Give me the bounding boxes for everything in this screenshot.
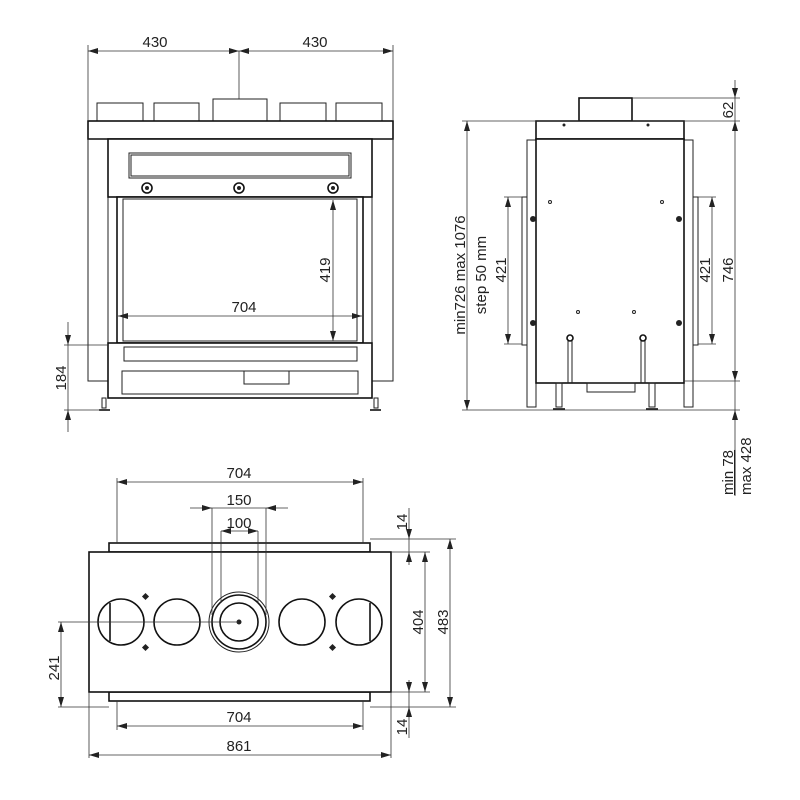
dim-421-left: 421	[493, 257, 510, 282]
dim-704-bottom: 704	[226, 709, 251, 726]
right-leg-panel	[371, 138, 394, 382]
burner-rail	[123, 346, 358, 362]
lower-inner	[121, 370, 359, 395]
dim-150: 150	[226, 492, 251, 509]
dim-861: 861	[226, 738, 251, 755]
dim-404: 404	[410, 609, 427, 634]
dim-704-glass: 704	[231, 299, 256, 316]
dim-430-right: 430	[302, 34, 327, 51]
foot-plate	[586, 382, 636, 393]
side-view: 62 746 min 78 max 428 min726 max 1076 st…	[452, 80, 755, 496]
gas-pipe	[243, 371, 290, 385]
glass-inner	[122, 198, 358, 342]
bracket-left	[521, 196, 528, 346]
knobs	[141, 182, 339, 194]
dim-62: 62	[720, 102, 737, 119]
dim-legs-min: min 78	[720, 450, 737, 495]
side-rail-left	[526, 139, 537, 408]
dim-746: 746	[720, 257, 737, 282]
collar	[96, 102, 144, 122]
top-slot	[128, 152, 352, 179]
dim-483: 483	[435, 609, 452, 634]
rivets	[530, 123, 682, 326]
foot	[373, 397, 379, 409]
foot	[101, 397, 107, 409]
leg	[555, 382, 563, 408]
rail-bottom	[108, 691, 371, 702]
dim-430-left: 430	[142, 34, 167, 51]
dim-419: 419	[317, 257, 334, 282]
side-collar	[578, 97, 633, 122]
glass-opening	[116, 196, 364, 344]
collar	[153, 102, 200, 122]
collar	[335, 102, 383, 122]
dim-100: 100	[226, 515, 251, 532]
dim-legs-max: max 428	[738, 437, 755, 495]
leg	[648, 382, 656, 408]
dim-step: step 50 mm	[473, 236, 490, 314]
dim-704-top: 704	[226, 465, 251, 482]
top-view: 704 150 100 14 14 404 483 241 704 861	[46, 465, 456, 758]
bracket-right	[692, 196, 699, 346]
side-rail-right	[683, 139, 694, 408]
top-slot-inner	[130, 154, 350, 177]
fixing-points	[141, 592, 337, 652]
dim-14-top: 14	[394, 514, 411, 531]
side-body	[535, 138, 685, 384]
flue-collar	[212, 98, 268, 122]
dim-184: 184	[53, 365, 70, 390]
left-leg-panel	[87, 138, 109, 382]
dim-total-height: min726 max 1076	[452, 215, 469, 334]
dim-421-right: 421	[697, 257, 714, 282]
dim-241: 241	[46, 655, 63, 680]
rail-top	[108, 542, 371, 553]
top-band	[87, 120, 394, 140]
side-top-band	[535, 120, 685, 140]
front-view: 430 430 419 704 184	[53, 34, 394, 432]
collar	[279, 102, 327, 122]
dim-14-bottom: 14	[394, 719, 411, 736]
